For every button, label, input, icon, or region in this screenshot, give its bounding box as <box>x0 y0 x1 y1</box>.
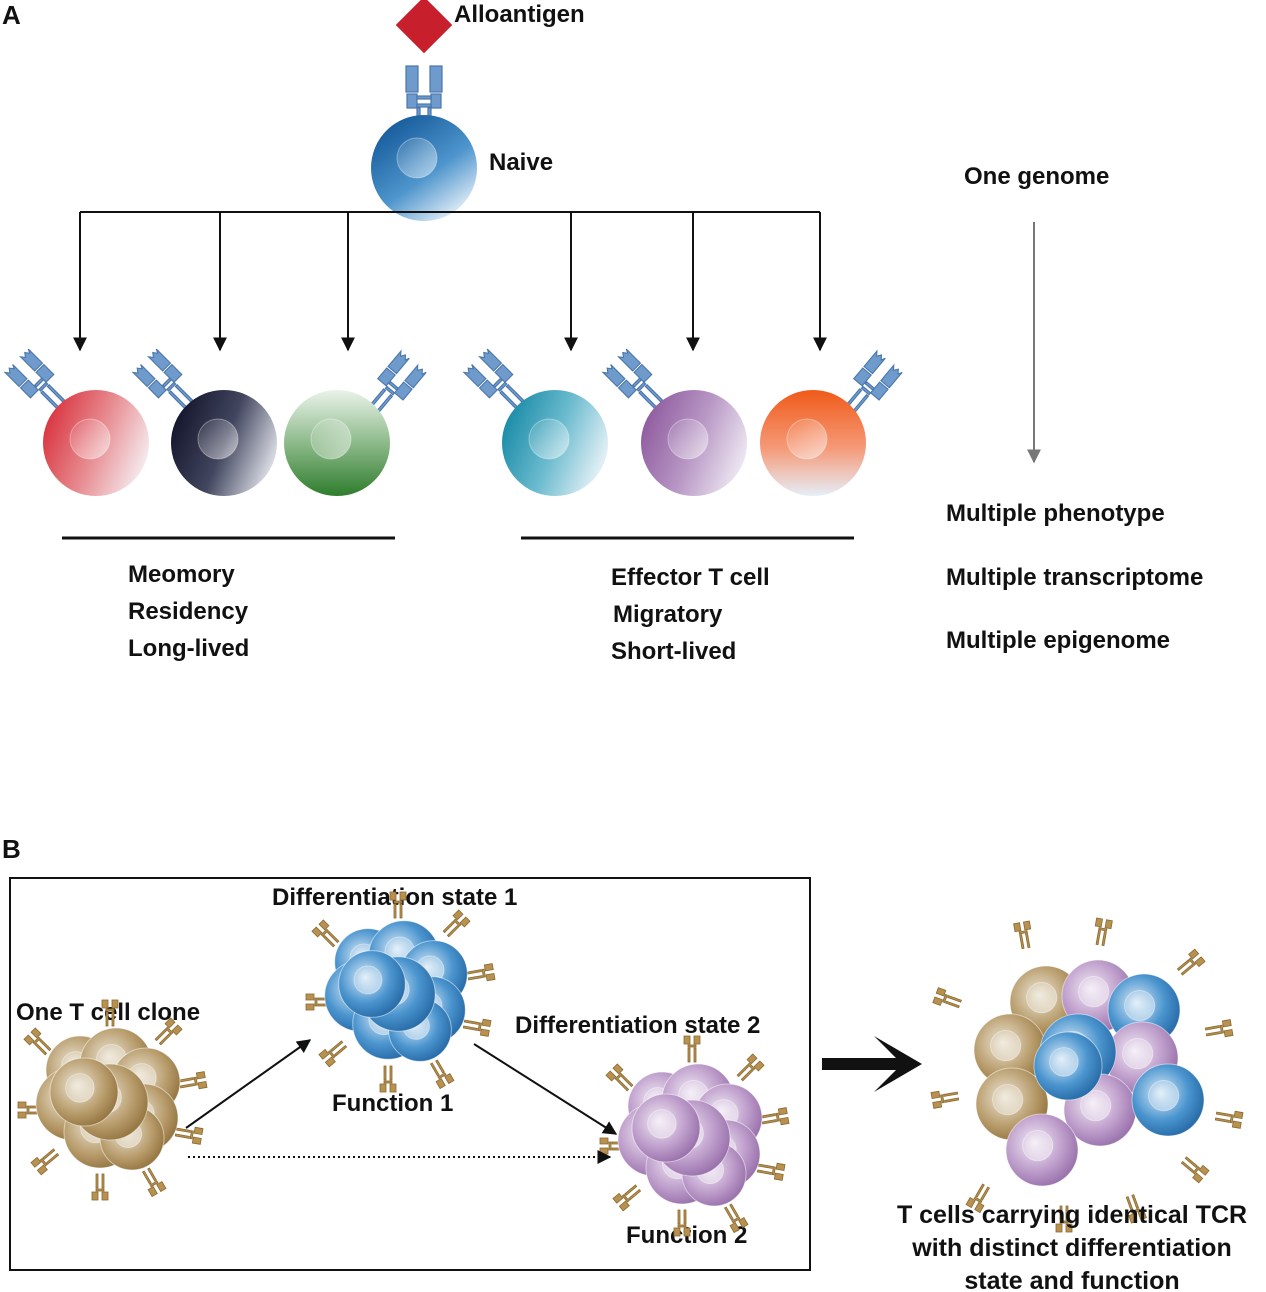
multiple-epigenome-label: Multiple epigenome <box>946 627 1170 654</box>
orange-effector-cell-tcr <box>844 349 903 414</box>
tcr-receptor <box>429 1059 455 1090</box>
tcr-receptor <box>141 1167 167 1198</box>
tcr-receptor <box>23 1027 52 1056</box>
mixed-cell-8 <box>1131 1063 1205 1137</box>
tcr-receptor <box>932 987 962 1009</box>
tcr-receptor <box>442 909 471 938</box>
tcr-receptor <box>673 1209 691 1237</box>
panel-b-frame <box>9 877 811 1271</box>
migratory-label: Migratory <box>613 601 723 628</box>
tcr-receptor <box>736 1053 765 1082</box>
arrow-clone-to-state1 <box>185 1039 312 1129</box>
tcr-receptor <box>389 891 407 919</box>
naive-cell <box>371 115 477 221</box>
one-genome-label: One genome <box>964 163 1109 190</box>
mixed-cluster <box>930 917 1244 1233</box>
teal-effector-cell <box>462 348 608 496</box>
tcr-receptor <box>760 1107 790 1126</box>
naive-label: Naive <box>489 149 553 176</box>
tcr-receptor <box>1094 917 1113 947</box>
tcr-receptor <box>30 1148 60 1176</box>
tcr-receptor <box>178 1071 208 1090</box>
tcr-receptor <box>174 1126 204 1145</box>
tcr-receptor <box>1125 1194 1147 1224</box>
result-line-1: T cells carrying identical TCR <box>897 1201 1247 1229</box>
tcr-receptor <box>1214 1110 1244 1129</box>
state1-cell-8 <box>338 950 406 1018</box>
orange-effector-cell <box>760 349 903 496</box>
mixed-cell-3 <box>973 1013 1047 1087</box>
tcr-receptor <box>154 1017 183 1046</box>
tcr-receptor <box>612 1184 642 1212</box>
purple-effector-cell <box>601 348 747 496</box>
result-line-3: state and function <box>964 1267 1179 1292</box>
tcr-receptor <box>1013 920 1032 950</box>
mixed-cell-9 <box>1005 1113 1079 1187</box>
teal-effector-cell-tcr <box>462 348 525 410</box>
tcr-receptor <box>318 1040 348 1068</box>
long-lived-label: Long-lived <box>128 635 249 662</box>
state2-cluster <box>599 1035 790 1237</box>
alloantigen-label: Alloantigen <box>454 1 585 28</box>
clone-cell-8 <box>49 1057 119 1127</box>
panel-a-letter: A <box>2 0 21 30</box>
tcr-receptor <box>379 1065 397 1093</box>
memory-label: Meomory <box>128 561 235 588</box>
red-memory-cell <box>3 348 149 496</box>
tcr-receptor <box>466 963 496 982</box>
green-memory-cell <box>284 349 427 496</box>
short-lived-label: Short-lived <box>611 638 736 665</box>
effector-label: Effector T cell <box>611 564 770 591</box>
clone-cluster <box>17 999 208 1201</box>
red-memory-cell-tcr <box>3 348 66 410</box>
multiple-transcriptome-label: Multiple transcriptome <box>946 564 1203 591</box>
black-memory-cell-tcr <box>131 348 194 410</box>
tcr-receptor <box>723 1203 749 1234</box>
tcr-receptor <box>462 1018 492 1037</box>
tcr-receptor <box>756 1162 786 1181</box>
tcr-receptor <box>1055 1205 1073 1233</box>
purple-effector-cell-tcr <box>601 348 664 410</box>
black-memory-cell <box>131 348 277 496</box>
green-memory-cell-tcr <box>368 349 427 414</box>
mixed-cell-10 <box>1033 1031 1103 1101</box>
result-line-2: with distinct differentiation <box>911 1234 1231 1262</box>
alloantigen-diamond <box>395 0 453 54</box>
tcr-receptor <box>683 1035 701 1063</box>
tcr-receptor <box>101 999 119 1027</box>
big-result-arrow <box>822 1036 922 1092</box>
panel-b-letter: B <box>2 834 21 864</box>
tcr-receptor <box>1204 1019 1234 1038</box>
state2-cell-8 <box>631 1093 701 1163</box>
state1-cluster <box>305 891 496 1093</box>
tcr-receptor <box>1176 948 1206 976</box>
tcr-receptor <box>1180 1156 1210 1184</box>
daughter-cells <box>3 348 903 496</box>
tcr-receptor <box>965 1183 991 1214</box>
arrow-state1-to-state2 <box>473 1043 618 1135</box>
tcr-receptor <box>91 1173 109 1201</box>
state2-label: Differentiation state 2 <box>515 1012 760 1039</box>
function1-label: Function 1 <box>332 1090 453 1117</box>
tcr-receptor <box>605 1063 634 1092</box>
branch-tree <box>73 211 827 352</box>
residency-label: Residency <box>128 598 249 625</box>
multiple-phenotype-label: Multiple phenotype <box>946 500 1165 527</box>
tcr-receptor <box>930 1090 960 1109</box>
tcr-receptor <box>311 919 340 948</box>
